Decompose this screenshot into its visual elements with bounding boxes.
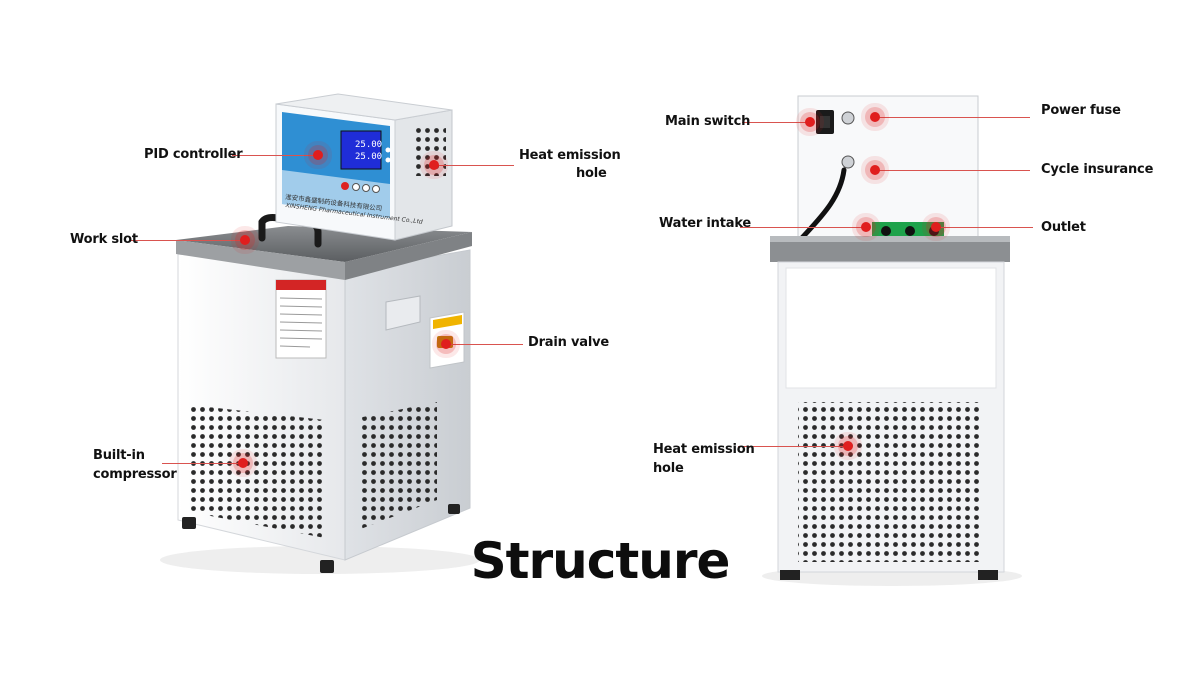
callout-dot-pid	[313, 150, 323, 160]
page-title: Structure	[470, 532, 731, 590]
side-handle	[385, 295, 421, 331]
callout-dot-heat-back	[843, 441, 853, 451]
label-power-fuse: Power fuse	[1041, 103, 1121, 118]
callout-dot-power-fuse	[870, 112, 880, 122]
callout-dot-main-switch	[805, 117, 815, 127]
label-drain-valve: Drain valve	[528, 335, 610, 350]
lcd-readout-2: 25.00	[355, 152, 383, 162]
label-cycle-insurance: Cycle insurance	[1041, 162, 1154, 177]
label-pid-controller: PID controller	[144, 147, 243, 162]
label-compressor-1: Built-in	[93, 448, 145, 463]
warning-label	[275, 279, 327, 359]
front-vent	[190, 405, 325, 538]
lcd-display	[340, 130, 382, 170]
callout-dot-work-slot	[240, 235, 250, 245]
side-vent	[358, 402, 437, 530]
callout-dot-cycle-insurance	[870, 165, 880, 175]
label-heat-emission-front-2: hole	[576, 166, 607, 181]
label-heat-emission-front-1: Heat emission	[519, 148, 621, 163]
lcd-readout-1: 25.00	[355, 140, 383, 150]
callout-dot-compressor	[238, 458, 248, 468]
label-heat-emission-back-1: Heat emission	[653, 442, 755, 457]
callout-dot-drain	[441, 339, 451, 349]
label-water-intake: Water intake	[659, 216, 752, 231]
label-work-slot: Work slot	[70, 232, 138, 247]
callout-dot-heat-front	[429, 160, 439, 170]
callout-dot-outlet	[931, 222, 941, 232]
back-vent	[798, 402, 980, 562]
label-main-switch: Main switch	[665, 114, 751, 129]
label-heat-emission-back-2: hole	[653, 461, 684, 476]
label-compressor-2: compressor	[93, 467, 177, 482]
callout-dot-water-intake	[861, 222, 871, 232]
label-outlet: Outlet	[1041, 220, 1086, 235]
